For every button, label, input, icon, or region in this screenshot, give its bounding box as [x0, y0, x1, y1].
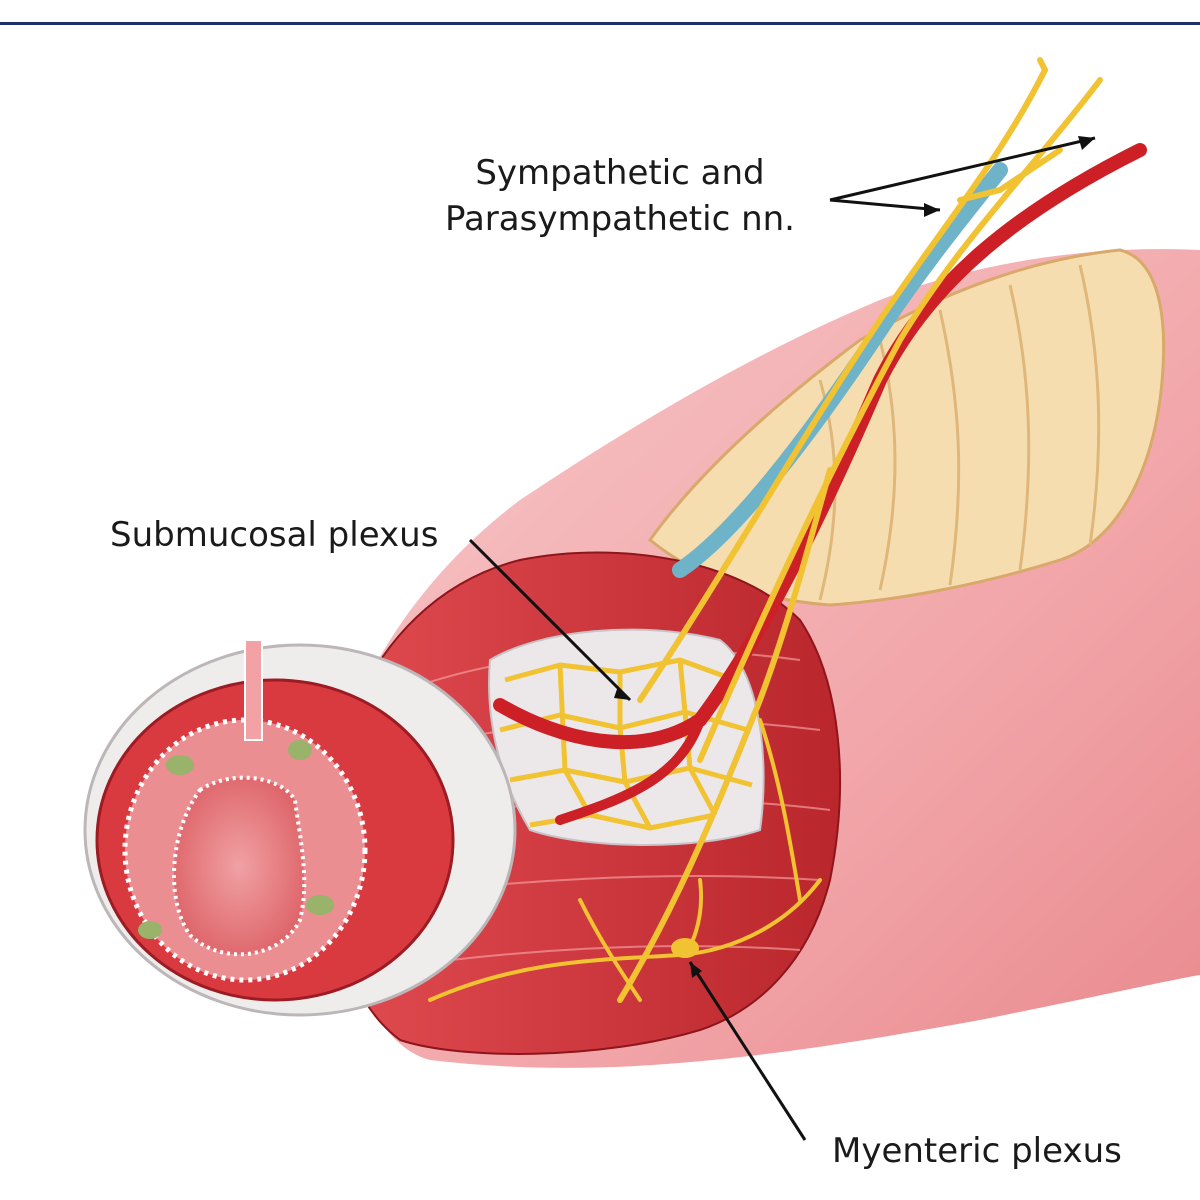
sympathetic-parasympathetic-label: Sympathetic and Parasympathetic nn. [420, 150, 820, 242]
artery [493, 143, 1147, 750]
sympathetic-label-line1: Sympathetic and [475, 153, 765, 193]
mesentery-fat [647, 248, 1166, 607]
vein [672, 162, 1008, 578]
pointer-lines [468, 136, 1096, 1141]
myenteric-plexus-label: Myenteric plexus [832, 1131, 1122, 1171]
top-rule [0, 22, 1200, 25]
pointer-arrowheads [614, 136, 1095, 978]
artery-branch [555, 715, 705, 825]
submucosal-plexus-label: Submucosal plexus [110, 515, 439, 555]
glands [138, 740, 334, 939]
myenteric-ganglion [671, 938, 699, 958]
lumen [172, 775, 307, 957]
extrinsic-nerves [617, 57, 1103, 1003]
sympathetic-label-line2: Parasympathetic nn. [445, 199, 795, 239]
duct [244, 639, 263, 741]
